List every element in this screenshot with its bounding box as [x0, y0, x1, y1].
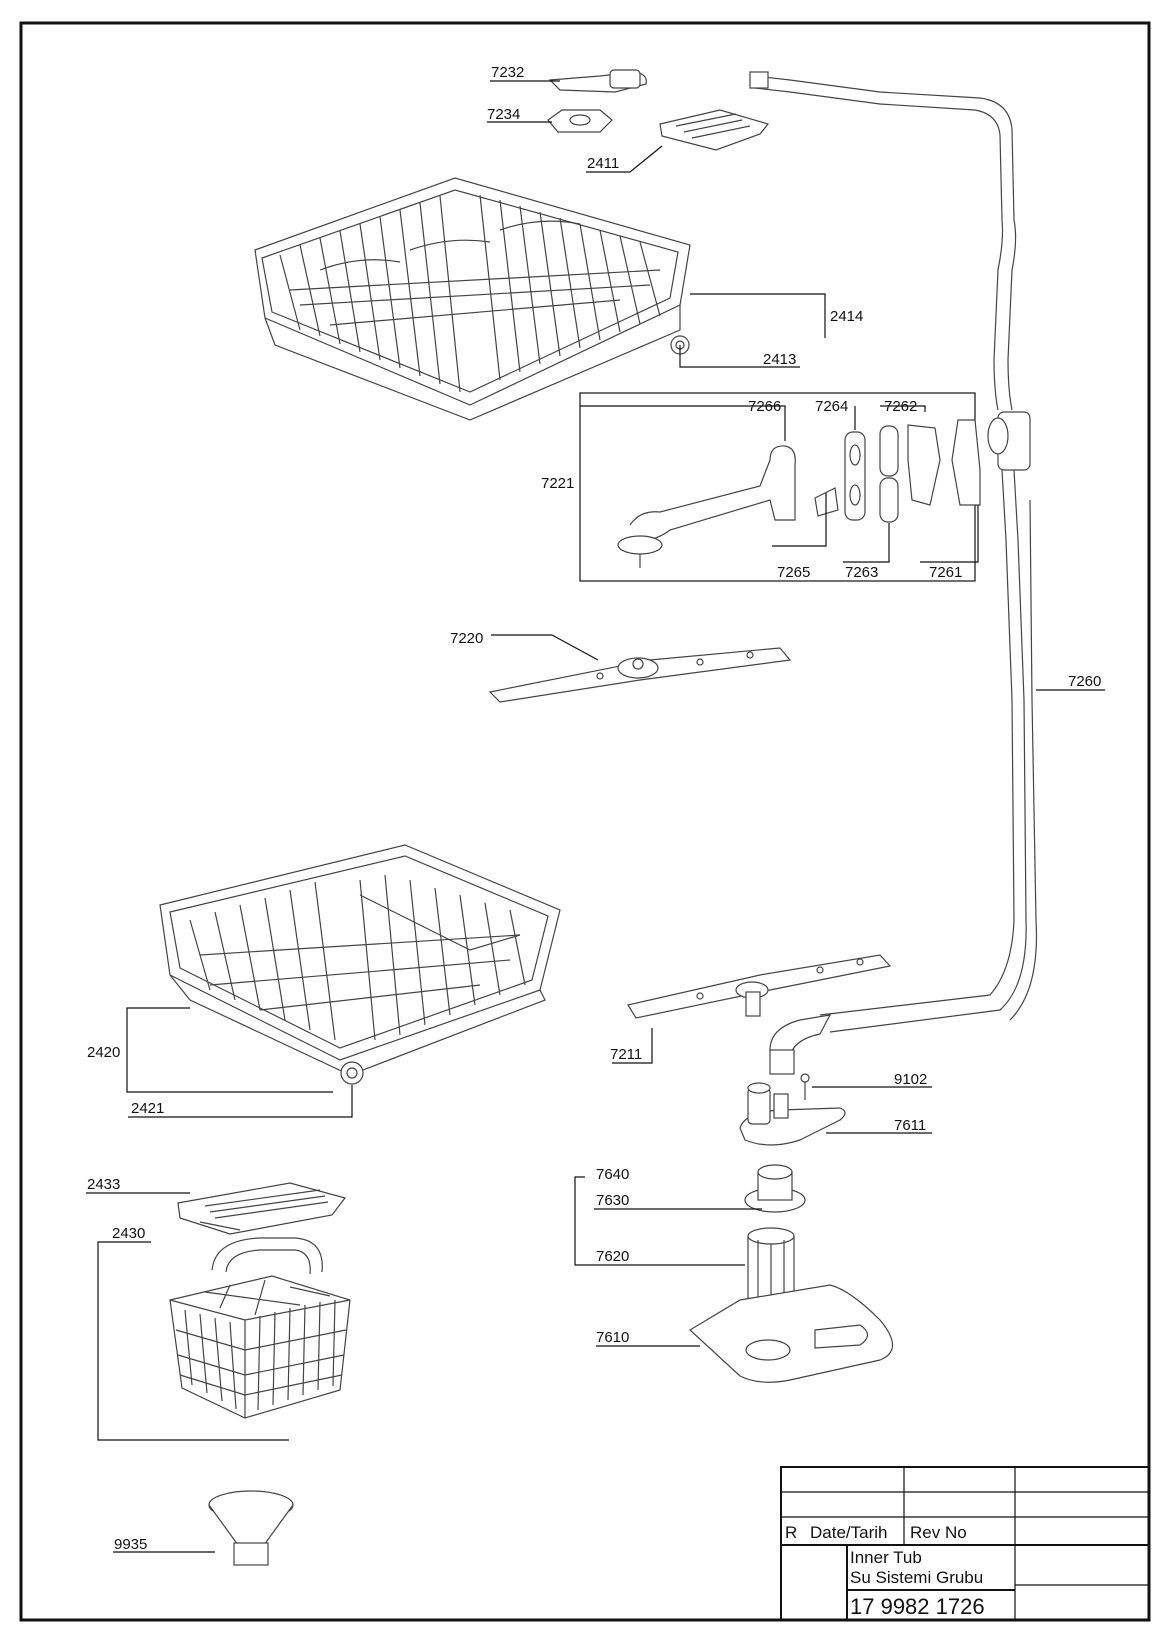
screw-9102	[800, 1073, 810, 1100]
label-7265: 7265	[777, 564, 810, 581]
label-7263: 7263	[845, 564, 878, 581]
title-block-rev-no-label: Rev No	[910, 1523, 967, 1542]
lower-basket	[159, 844, 561, 1085]
title-block: R Date/Tarih Rev No Inner Tub Su Sistemi…	[780, 1466, 1150, 1621]
spray-pipe	[749, 71, 1038, 1075]
upper-spray-arm-7220	[488, 647, 792, 703]
part-7234-clip	[547, 109, 613, 133]
label-2414: 2414	[830, 308, 863, 325]
label-7261: 7261	[929, 564, 962, 581]
label-7220: 7220	[450, 630, 483, 647]
title-block-rev-letter: R	[785, 1523, 797, 1542]
label-9935: 9935	[114, 1536, 147, 1553]
cutlery-basket-2430	[169, 1237, 351, 1419]
leader-lines	[86, 80, 1105, 1553]
drawing-frame	[19, 21, 1151, 1622]
part-number-labels: 7232 7234 2411 2414 2413 7266 7264 7262 …	[87, 64, 1101, 1553]
spray-arm-assembly-7221	[617, 419, 981, 568]
label-7630: 7630	[596, 1192, 629, 1209]
label-7611: 7611	[894, 1117, 926, 1134]
label-7620: 7620	[596, 1248, 629, 1265]
label-7610: 7610	[596, 1329, 629, 1346]
hub-7611	[739, 1082, 846, 1146]
part-7232-clip	[548, 69, 647, 93]
label-7264: 7264	[815, 398, 848, 415]
cutlery-shelf-2433	[177, 1182, 347, 1235]
title-block-title-line2: Su Sistemi Grubu	[850, 1568, 983, 1587]
filter-plate-7610	[689, 1284, 894, 1383]
label-7260: 7260	[1068, 673, 1101, 690]
part-2411-shelf	[659, 109, 770, 151]
title-block-title-line1: Inner Tub	[850, 1548, 922, 1567]
label-2433: 2433	[87, 1176, 120, 1193]
label-7211: 7211	[610, 1046, 642, 1063]
label-2430: 2430	[112, 1225, 145, 1242]
label-2413: 2413	[763, 351, 796, 368]
label-7232: 7232	[491, 64, 524, 81]
funnel-9935	[208, 1490, 294, 1566]
upper-basket	[254, 177, 691, 421]
title-block-date-label: Date/Tarih	[810, 1523, 887, 1542]
lower-spray-arm-7211	[627, 954, 892, 1019]
label-7640: 7640	[596, 1166, 629, 1183]
label-2420: 2420	[87, 1044, 120, 1061]
label-7234: 7234	[487, 106, 520, 123]
label-9102: 9102	[894, 1071, 927, 1088]
label-7266: 7266	[748, 398, 781, 415]
title-block-drawing-number: 17 9982 1726	[850, 1594, 985, 1619]
label-7221: 7221	[541, 475, 574, 492]
label-7262: 7262	[884, 398, 917, 415]
filter-top-7630	[744, 1164, 806, 1213]
label-2411: 2411	[587, 155, 619, 172]
label-2421: 2421	[131, 1100, 164, 1117]
